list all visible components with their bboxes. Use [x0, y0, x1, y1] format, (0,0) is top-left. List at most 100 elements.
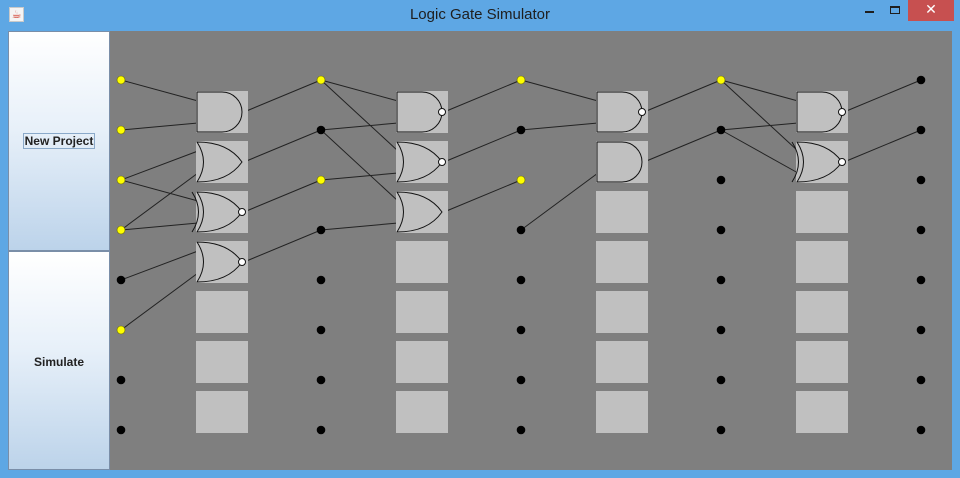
node-low[interactable]: [316, 375, 326, 385]
gate-slot-bg: [796, 291, 848, 333]
sidebar: New Project Simulate: [8, 31, 110, 470]
wire: [720, 122, 799, 131]
maximize-button[interactable]: [883, 0, 908, 21]
node-low[interactable]: [916, 425, 926, 435]
gate-slot-xnor[interactable]: [791, 141, 848, 183]
gate-slot-nand[interactable]: [596, 91, 648, 133]
node-low[interactable]: [916, 275, 926, 285]
gate-slot-empty[interactable]: [796, 241, 848, 283]
gate-slot-bg: [396, 241, 448, 283]
wire: [443, 129, 522, 163]
wire: [120, 150, 199, 181]
minimize-icon: [865, 11, 874, 13]
gate-slot-or[interactable]: [196, 141, 248, 183]
gate-slot-nor[interactable]: [396, 141, 448, 183]
gate-slot-empty[interactable]: [396, 341, 448, 383]
node-low[interactable]: [916, 75, 926, 85]
gate-slot-and[interactable]: [196, 91, 248, 133]
node-low[interactable]: [916, 175, 926, 185]
gate-slot-empty[interactable]: [596, 391, 648, 433]
node-low[interactable]: [516, 225, 526, 235]
wire-layer: [120, 79, 922, 331]
node-low[interactable]: [716, 175, 726, 185]
node-low[interactable]: [716, 375, 726, 385]
wire: [520, 172, 599, 231]
gate-slot-empty[interactable]: [396, 291, 448, 333]
node-low[interactable]: [716, 425, 726, 435]
gate-slot-empty[interactable]: [196, 391, 248, 433]
gate-slot-and[interactable]: [596, 141, 648, 183]
wire: [720, 129, 799, 174]
wire: [643, 79, 722, 113]
simulate-button[interactable]: Simulate: [8, 251, 110, 470]
node-low[interactable]: [516, 375, 526, 385]
node-low[interactable]: [516, 325, 526, 335]
inverter-bubble: [238, 208, 246, 216]
node-low[interactable]: [716, 225, 726, 235]
node-high[interactable]: [116, 125, 126, 135]
gate-slot-empty[interactable]: [796, 341, 848, 383]
wire: [120, 172, 199, 231]
title-bar[interactable]: ☕ Logic Gate Simulator ✕: [0, 0, 960, 31]
node-low[interactable]: [316, 275, 326, 285]
node-low[interactable]: [316, 125, 326, 135]
gate-slot-empty[interactable]: [796, 291, 848, 333]
xor-curve: [791, 141, 799, 183]
node-high[interactable]: [116, 325, 126, 335]
close-button[interactable]: ✕: [908, 0, 954, 21]
gate-slot-bg: [196, 341, 248, 383]
node-low[interactable]: [516, 125, 526, 135]
node-low[interactable]: [316, 225, 326, 235]
gate-slot-empty[interactable]: [796, 191, 848, 233]
node-high[interactable]: [716, 75, 726, 85]
node-high[interactable]: [116, 175, 126, 185]
gate-body: [796, 141, 843, 183]
gate-slot-nand[interactable]: [796, 91, 848, 133]
node-high[interactable]: [316, 175, 326, 185]
node-low[interactable]: [516, 425, 526, 435]
wire: [520, 122, 599, 131]
node-low[interactable]: [116, 375, 126, 385]
node-high[interactable]: [316, 75, 326, 85]
circuit-canvas[interactable]: [110, 31, 952, 470]
gate-slot-xnor[interactable]: [191, 191, 248, 233]
gate-slot-empty[interactable]: [396, 391, 448, 433]
node-high[interactable]: [516, 75, 526, 85]
gate-body: [396, 191, 443, 233]
circuit-svg[interactable]: [110, 31, 952, 470]
gate-slot-nor[interactable]: [196, 241, 248, 283]
node-high[interactable]: [116, 75, 126, 85]
new-project-button[interactable]: New Project: [8, 31, 110, 251]
minimize-button[interactable]: [856, 0, 883, 21]
gate-slot-empty[interactable]: [596, 241, 648, 283]
gate-body: [196, 241, 243, 283]
node-low[interactable]: [116, 275, 126, 285]
node-high[interactable]: [116, 225, 126, 235]
xor-curve: [191, 191, 199, 233]
gate-body: [596, 91, 643, 133]
gate-slot-empty[interactable]: [796, 391, 848, 433]
gate-body: [396, 91, 443, 133]
node-low[interactable]: [316, 425, 326, 435]
node-low[interactable]: [316, 325, 326, 335]
node-low[interactable]: [716, 275, 726, 285]
gate-body: [196, 91, 243, 133]
node-low[interactable]: [916, 225, 926, 235]
gate-slot-empty[interactable]: [196, 291, 248, 333]
gate-slot-or[interactable]: [396, 191, 448, 233]
gate-slot-empty[interactable]: [596, 291, 648, 333]
node-low[interactable]: [916, 125, 926, 135]
gate-slot-bg: [596, 391, 648, 433]
node-low[interactable]: [716, 125, 726, 135]
gate-slot-nand[interactable]: [396, 91, 448, 133]
gate-slot-empty[interactable]: [596, 191, 648, 233]
node-low[interactable]: [516, 275, 526, 285]
node-low[interactable]: [116, 425, 126, 435]
node-high[interactable]: [516, 175, 526, 185]
node-low[interactable]: [916, 375, 926, 385]
gate-slot-empty[interactable]: [596, 341, 648, 383]
node-low[interactable]: [716, 325, 726, 335]
gate-slot-empty[interactable]: [396, 241, 448, 283]
gate-slot-empty[interactable]: [196, 341, 248, 383]
node-low[interactable]: [916, 325, 926, 335]
